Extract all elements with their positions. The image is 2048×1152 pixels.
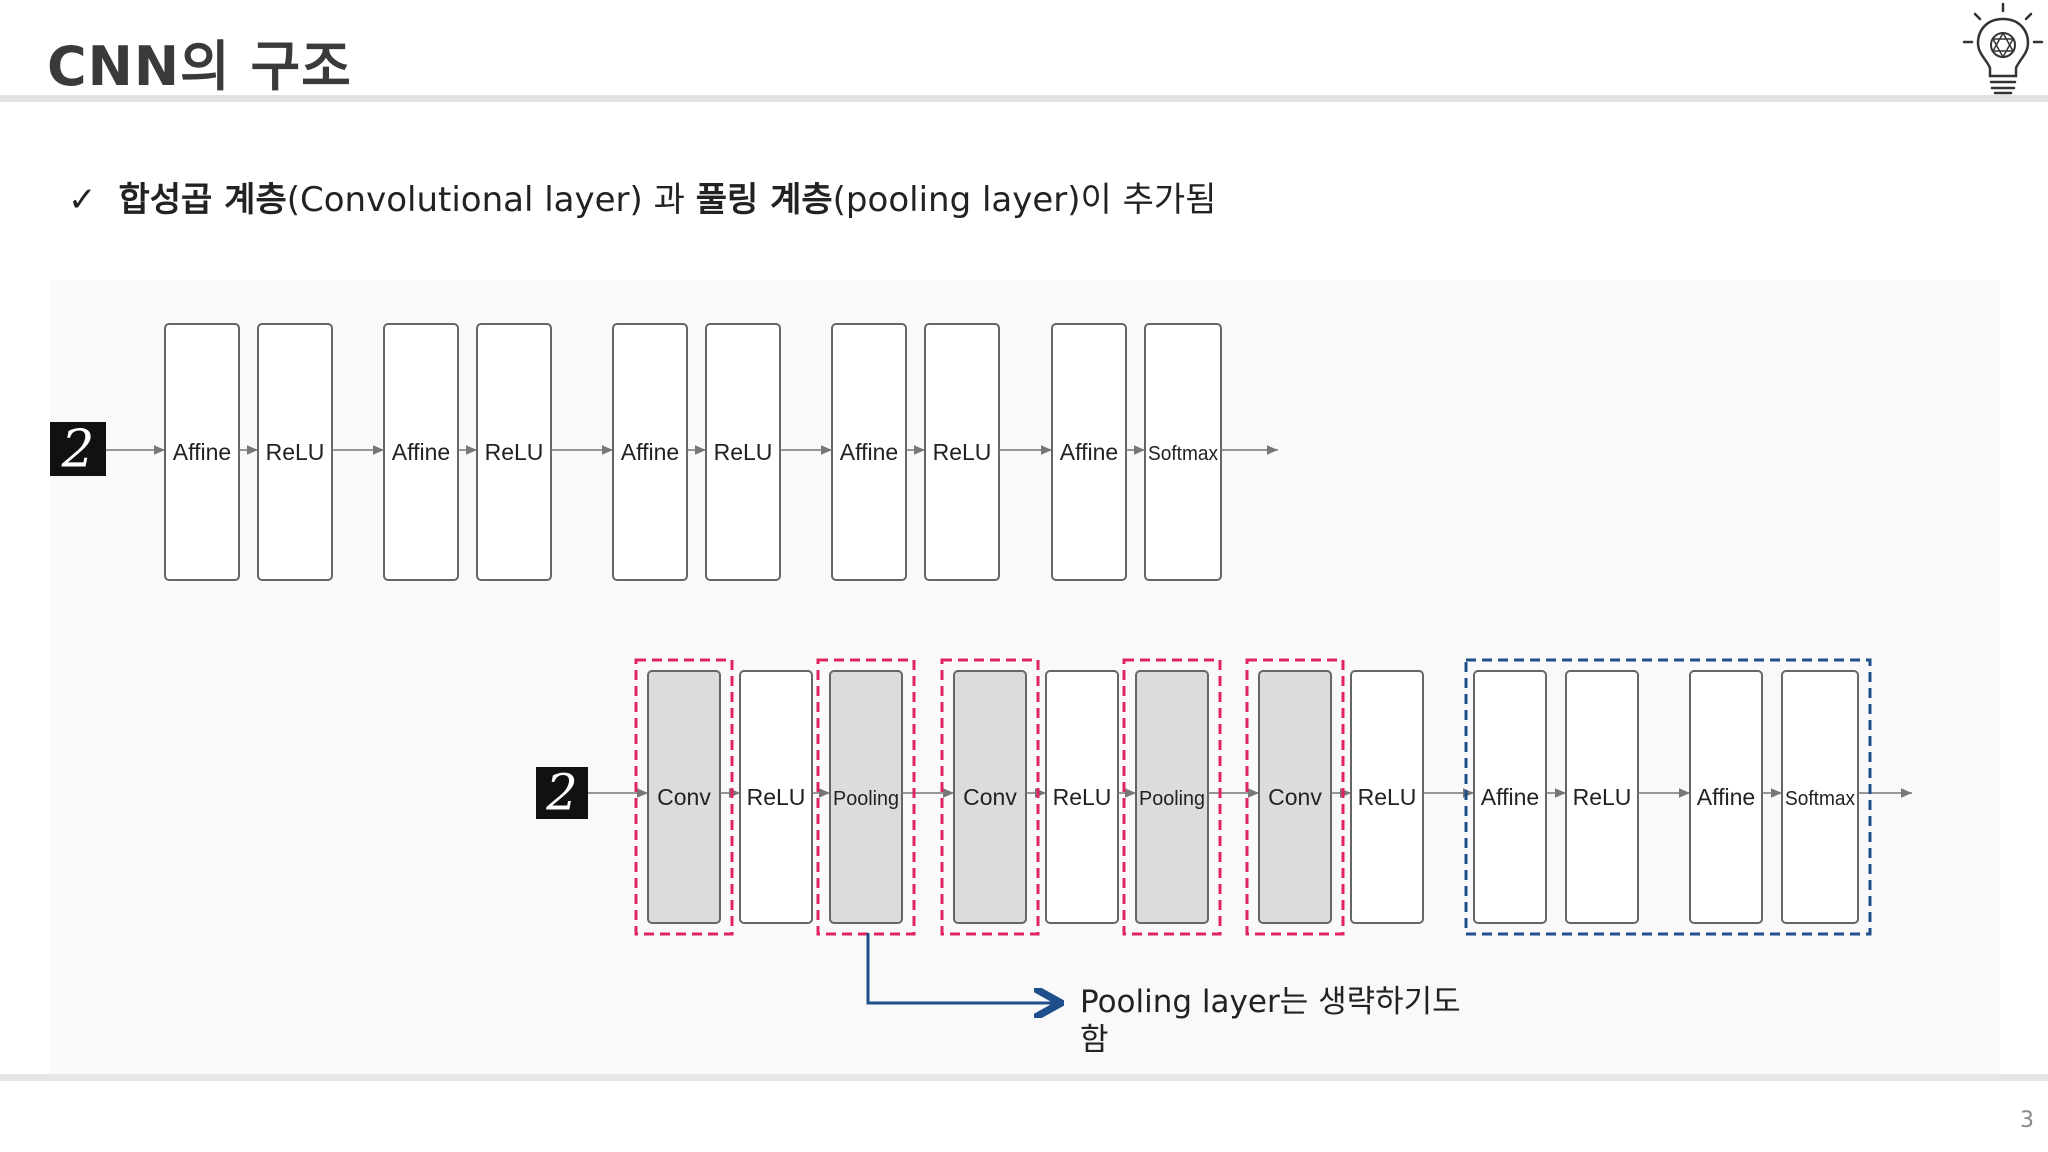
conv-pool-highlight-0	[634, 658, 734, 936]
fc-layer-label-7: ReLU	[933, 439, 992, 465]
lightbulb-icon	[1962, 2, 2044, 95]
page-number: 3	[2020, 1108, 2034, 1133]
cnn-layer-label-9: ReLU	[1573, 784, 1632, 810]
fc-layer-label-8: Affine	[1060, 439, 1118, 465]
cnn-layer-box-3	[953, 670, 1027, 924]
fc-layer-box-1	[257, 323, 333, 581]
conv-pool-highlight-4	[1245, 658, 1345, 936]
fc-layer-label-2: Affine	[392, 439, 450, 465]
pooling-note: Pooling layer는 생략하기도 함	[1080, 983, 1480, 1059]
fc-layer-box-9	[1144, 323, 1222, 581]
cnn-layer-box-0	[647, 670, 721, 924]
pooling-note-line1: Pooling layer는 생략하기도	[1080, 984, 1461, 1020]
slide-title: CNN의 구조	[47, 35, 352, 98]
cnn-layer-label-5: Pooling	[1139, 788, 1205, 810]
fc-layer-box-4	[612, 323, 688, 581]
fc-layer-label-0: Affine	[173, 439, 231, 465]
fc-layer-box-6	[831, 323, 907, 581]
conv-pool-highlight-1	[816, 658, 916, 936]
cnn-layer-label-6: Conv	[1268, 784, 1322, 810]
cnn-layer-label-2: Pooling	[833, 788, 899, 810]
cnn-layer-box-2	[829, 670, 903, 924]
bullet-text-pool: (pooling layer)이 추가됨	[832, 180, 1217, 220]
cnn-input-digit-bg	[536, 767, 588, 819]
fc-layer-box-7	[924, 323, 1000, 581]
bullet-text-conv: (Convolutional layer) 과	[286, 180, 696, 220]
fc-layer-box-5	[705, 323, 781, 581]
cnn-layer-label-10: Affine	[1697, 784, 1755, 810]
fc-layer-box-3	[476, 323, 552, 581]
checkmark-icon: ✓	[68, 180, 97, 220]
conv-pool-highlight-3	[1122, 658, 1222, 936]
cnn-layer-box-11	[1781, 670, 1859, 924]
cnn-layer-box-1	[739, 670, 813, 924]
cnn-layer-label-0: Conv	[657, 784, 711, 810]
fc-layer-box-2	[383, 323, 459, 581]
bullet-bold-pool: 풀링 계층	[695, 180, 833, 220]
callout-arrow-line	[866, 933, 1058, 1003]
fc-layer-label-1: ReLU	[266, 439, 325, 465]
fc-input-digit: 2	[61, 419, 95, 479]
cnn-layer-label-3: Conv	[963, 784, 1017, 810]
cnn-layer-label-1: ReLU	[747, 784, 806, 810]
fc-input-digit-bg	[50, 422, 106, 476]
cnn-input-digit: 2	[545, 764, 577, 822]
bullet-bold-conv: 합성곱 계층	[118, 180, 287, 220]
cnn-layer-label-4: ReLU	[1053, 784, 1112, 810]
conv-pool-highlight-2	[940, 658, 1040, 936]
cnn-layer-box-7	[1350, 670, 1424, 924]
fc-layer-label-5: ReLU	[714, 439, 773, 465]
pooling-note-line2: 함	[1080, 1022, 1109, 1058]
fc-highlight	[1464, 658, 1872, 936]
cnn-layer-box-6	[1258, 670, 1332, 924]
fc-layer-label-3: ReLU	[485, 439, 544, 465]
cnn-layer-box-10	[1689, 670, 1763, 924]
cnn-layer-box-4	[1045, 670, 1119, 924]
bullet-text: ✓ 합성곱 계층(Convolutional layer) 과 풀링 계층(poo…	[68, 172, 1216, 221]
fc-layer-label-6: Affine	[840, 439, 898, 465]
cnn-layer-label-7: ReLU	[1358, 784, 1417, 810]
fc-layer-box-8	[1051, 323, 1127, 581]
fc-layer-box-0	[164, 323, 240, 581]
footer-divider	[0, 1074, 2048, 1081]
cnn-layer-label-8: Affine	[1481, 784, 1539, 810]
cnn-layer-box-5	[1135, 670, 1209, 924]
fc-layer-label-4: Affine	[621, 439, 679, 465]
fully-connected-network: 2 Affine ReLU Affine ReLU Affine ReLU Affine ReL…	[50, 323, 1278, 581]
cnn-layer-box-8	[1473, 670, 1547, 924]
cnn-layer-box-9	[1565, 670, 1639, 924]
cnn-layer-label-11: Softmax	[1785, 788, 1855, 810]
fc-layer-label-9: Softmax	[1148, 443, 1218, 465]
title-divider	[0, 95, 2048, 102]
convolutional-network: 2 Conv ReLU Pooling Conv ReLU Pooling Conv ReLU A…	[536, 658, 1912, 936]
pooling-callout-arrow	[866, 933, 1058, 1003]
